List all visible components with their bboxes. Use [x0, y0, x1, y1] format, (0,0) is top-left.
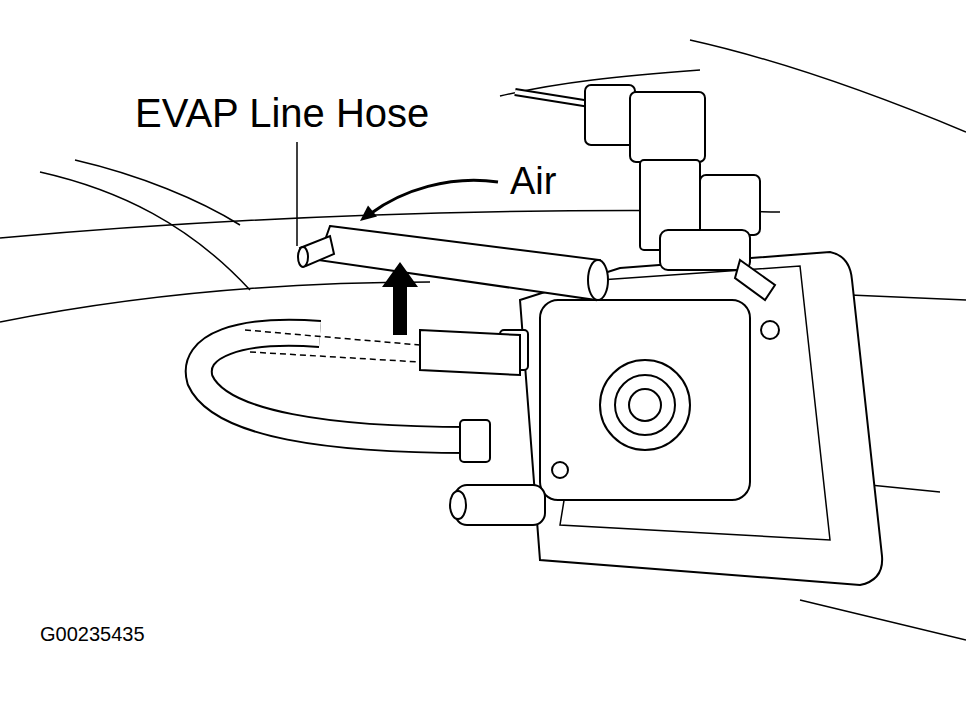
- evap-hose: [318, 226, 600, 300]
- diaphragm: [629, 389, 661, 421]
- valve-housing: [540, 300, 750, 500]
- body-line: [0, 282, 430, 322]
- hose-clamp: [460, 420, 490, 462]
- leader-line: [296, 142, 298, 246]
- body-line: [690, 40, 966, 132]
- part-label: Air: [510, 162, 556, 200]
- vsv-body: [700, 175, 760, 235]
- air-arrowhead: [360, 206, 377, 222]
- port: [735, 260, 775, 300]
- air-arrow: [370, 180, 498, 214]
- clamps: [420, 330, 528, 462]
- diaphragm: [615, 375, 675, 435]
- body-line: [850, 295, 966, 300]
- body-line: [800, 600, 966, 640]
- bolt: [552, 462, 568, 478]
- part-label: EVAP Line Hose: [135, 93, 429, 133]
- connector-body: [585, 85, 635, 145]
- hose-opening: [298, 247, 308, 267]
- background-lines: [0, 40, 966, 640]
- mounting-plate: [520, 252, 882, 585]
- hose-end: [588, 260, 608, 300]
- port: [455, 485, 545, 525]
- diaphragm: [600, 360, 690, 450]
- harness: [515, 92, 590, 104]
- harness: [515, 92, 590, 104]
- body-line: [40, 172, 250, 290]
- bolt: [761, 321, 779, 339]
- valve-body: [450, 260, 779, 525]
- figure-code: G00235435: [40, 624, 145, 644]
- vsv-base: [660, 230, 750, 270]
- direction-arrow: [382, 262, 418, 335]
- connector-body: [630, 92, 705, 162]
- hose-fitting: [420, 330, 520, 375]
- body-line: [75, 160, 240, 225]
- body-line: [870, 485, 940, 492]
- port-end: [450, 491, 466, 519]
